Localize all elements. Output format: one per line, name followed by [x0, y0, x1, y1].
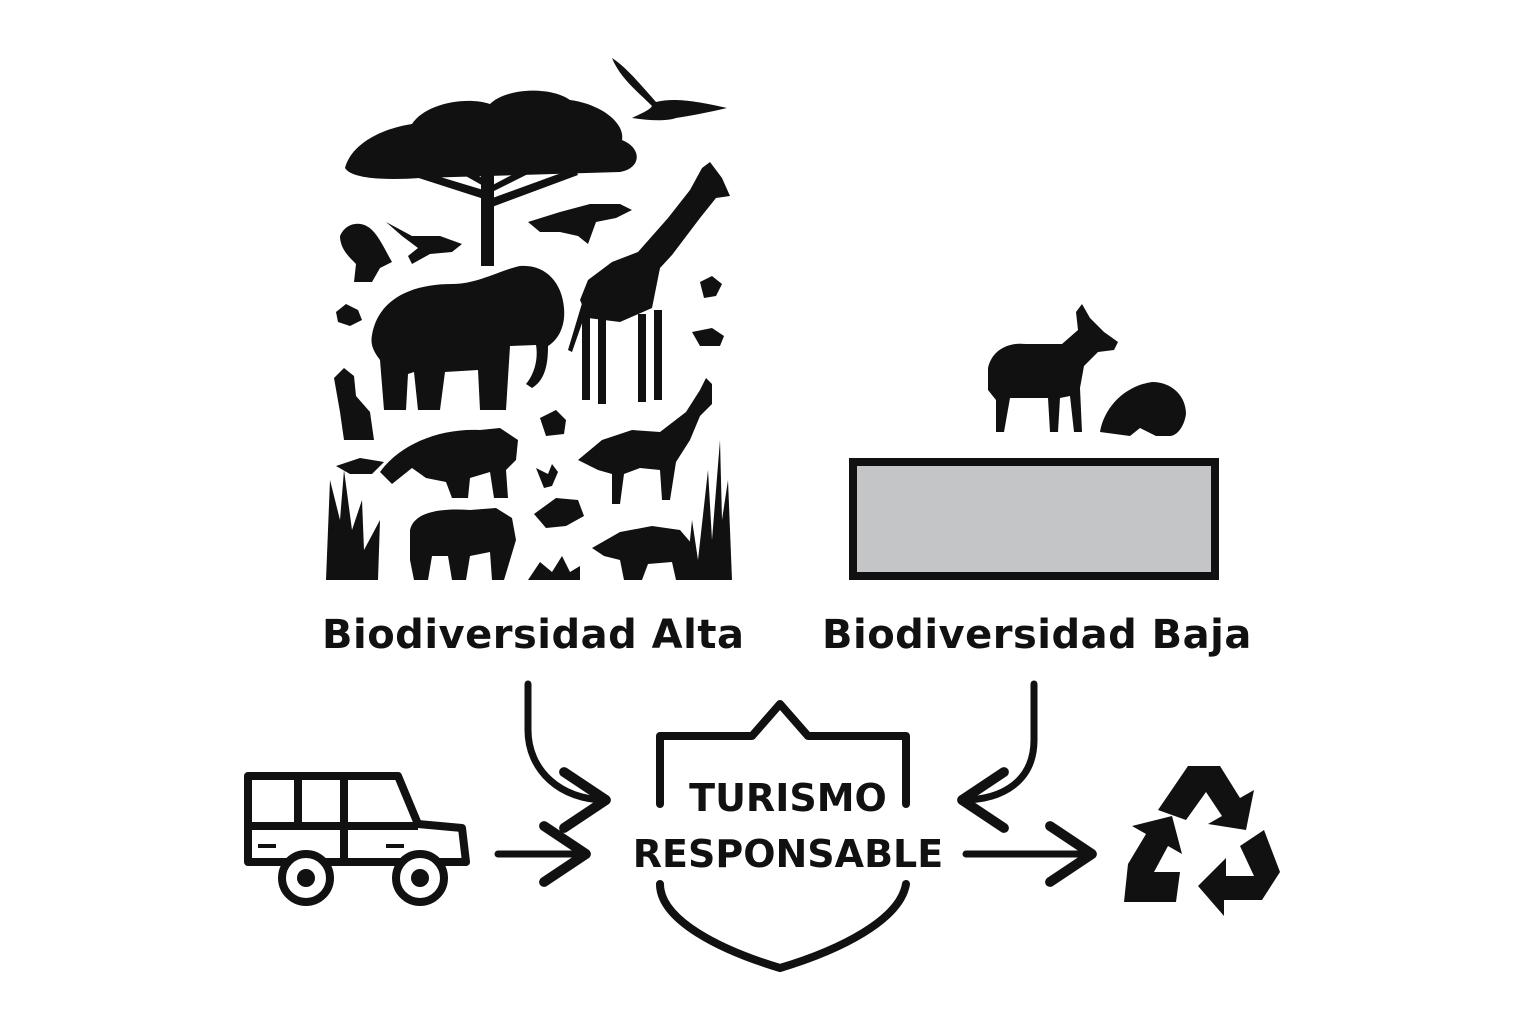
antelope-icon	[988, 304, 1118, 432]
aardvark-icon	[592, 526, 692, 580]
lion-cub-icon	[1100, 382, 1186, 436]
recycle-icon	[1124, 766, 1280, 916]
meerkat-icon	[334, 368, 374, 440]
vulture-icon	[340, 223, 392, 282]
sparse-wildlife-icon	[849, 304, 1219, 580]
low-biodiversity-label: Biodiversidad Baja	[822, 612, 1252, 658]
giraffe-icon	[568, 162, 730, 404]
center-title-line1: TURISMO	[689, 776, 887, 820]
gazelle-icon	[578, 378, 712, 504]
eagle-icon	[612, 58, 727, 121]
acacia-tree-icon	[345, 90, 637, 266]
arrow-low-to-center	[957, 680, 1038, 833]
bushbaby-icon	[534, 498, 584, 528]
flying-bird-icon	[386, 222, 462, 264]
small-elephant-icon	[410, 508, 516, 580]
insect-icon	[336, 304, 362, 326]
bird-small-2-icon	[540, 410, 566, 436]
center-title-line2: RESPONSABLE	[632, 832, 944, 876]
small-bird-icon	[700, 276, 722, 298]
elephant-icon	[371, 265, 565, 410]
bird-perched-icon	[336, 458, 384, 474]
antelope-head-icon	[536, 464, 558, 488]
hornbill-icon	[528, 204, 632, 244]
empty-habitat-block	[849, 458, 1219, 580]
high-biodiversity-label: Biodiversidad Alta	[322, 612, 745, 658]
wildlife-collage-icon	[326, 58, 732, 580]
shield-icon	[656, 700, 910, 972]
monkey-icon	[380, 428, 518, 498]
grass-icon	[326, 440, 732, 580]
arrow-high-to-center	[524, 680, 611, 833]
tiny-animal-icon	[692, 328, 724, 346]
safari-vehicle-icon	[244, 772, 470, 906]
